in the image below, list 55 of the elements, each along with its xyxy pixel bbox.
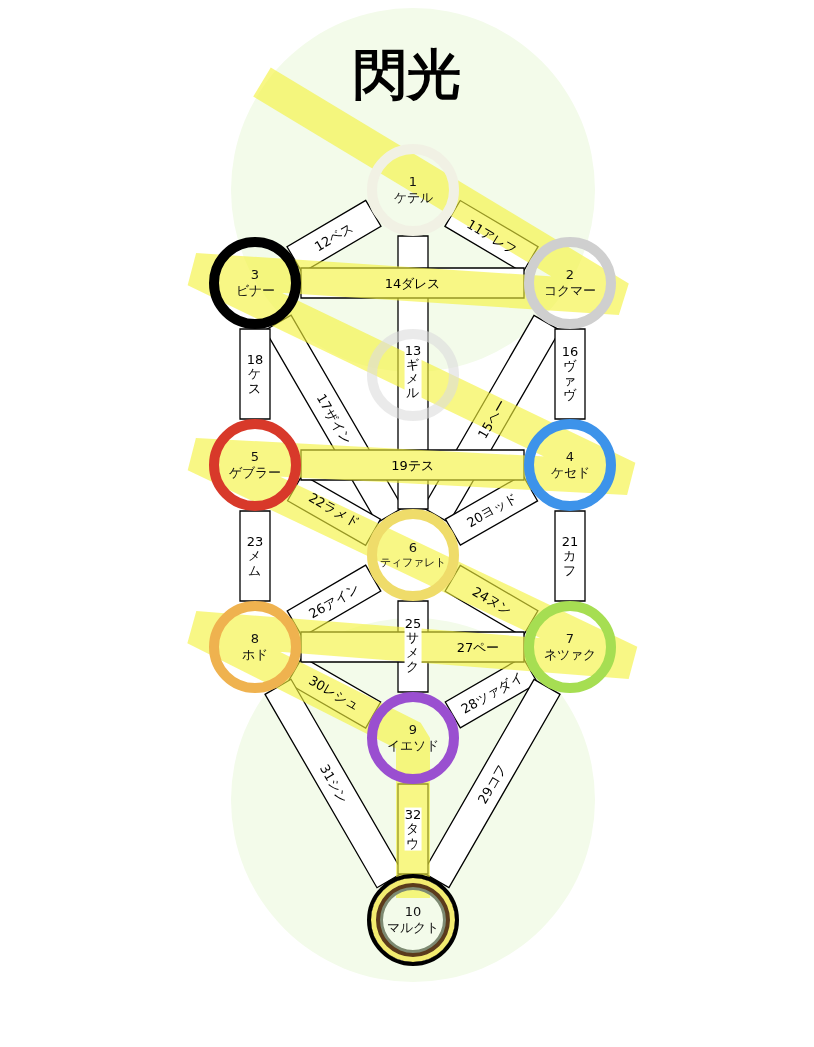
node-name: ホド xyxy=(242,647,268,664)
sephirah-ring xyxy=(524,237,616,329)
node-name: イエソド xyxy=(387,738,439,755)
path-label: 23メム xyxy=(246,534,264,578)
node-name: ケセド xyxy=(550,465,590,482)
path-label: 20ヨッド xyxy=(464,490,519,530)
title: 閃光 xyxy=(353,48,461,102)
sephirah-ring xyxy=(367,692,459,784)
path-label: 19テス xyxy=(391,458,434,472)
path-band xyxy=(300,449,525,481)
path-band xyxy=(300,631,525,663)
node-name: ゲブラー xyxy=(229,465,281,482)
node-name: ティファレト xyxy=(380,556,446,570)
node-name: ケテル xyxy=(393,190,433,207)
path-label: 32タウ xyxy=(404,807,422,851)
path-label: 14ダレス xyxy=(384,276,441,290)
node-number: 10 xyxy=(404,903,422,920)
sephirah-ring xyxy=(367,509,459,601)
node-name: コクマー xyxy=(544,283,596,300)
node-name: マルクト xyxy=(387,920,439,937)
path-label: 30レシュ xyxy=(306,673,362,712)
sephirah-ring xyxy=(524,601,616,693)
node-name: ネツァク xyxy=(544,647,596,664)
path-label: 17ザイン xyxy=(314,391,354,447)
sephirah-ring xyxy=(367,144,459,236)
path-label: 26アイン xyxy=(306,581,362,621)
node-number: 5 xyxy=(250,448,260,465)
path-label: 28ツァダイ xyxy=(458,669,525,716)
path-label: 29コフ xyxy=(475,761,508,806)
node-number: 2 xyxy=(565,266,575,283)
path-label: 11アレフ xyxy=(464,216,519,257)
sephirah-ring xyxy=(209,601,301,693)
node-number: 6 xyxy=(408,540,418,557)
node-number: 3 xyxy=(250,266,260,283)
path-label: 16ヴァヴ xyxy=(561,345,579,403)
path-label: 27ペー xyxy=(456,640,500,654)
path-label: 21カフ xyxy=(561,534,579,578)
node-number: 7 xyxy=(565,630,575,647)
sephirah-ring xyxy=(209,237,301,329)
path-label: 15ヘー xyxy=(475,397,508,441)
path-label: 18ケス xyxy=(246,352,264,396)
sephirah-ring xyxy=(367,874,459,966)
path-label: 12ベス xyxy=(312,220,356,253)
node-number: 1 xyxy=(408,173,418,190)
node-number: 8 xyxy=(250,630,260,647)
path-label: 25サメク xyxy=(404,617,422,675)
node-number: 4 xyxy=(565,448,575,465)
path-label: 31シン xyxy=(317,761,351,806)
node-number: 9 xyxy=(408,721,418,738)
path-label: 22ラメド xyxy=(306,490,362,530)
sephirah-ring xyxy=(524,419,616,511)
sephirah-ring xyxy=(209,419,301,511)
node-name: ビナー xyxy=(235,283,275,300)
path-label: 24ヌン xyxy=(469,584,514,618)
path-band xyxy=(300,267,525,299)
